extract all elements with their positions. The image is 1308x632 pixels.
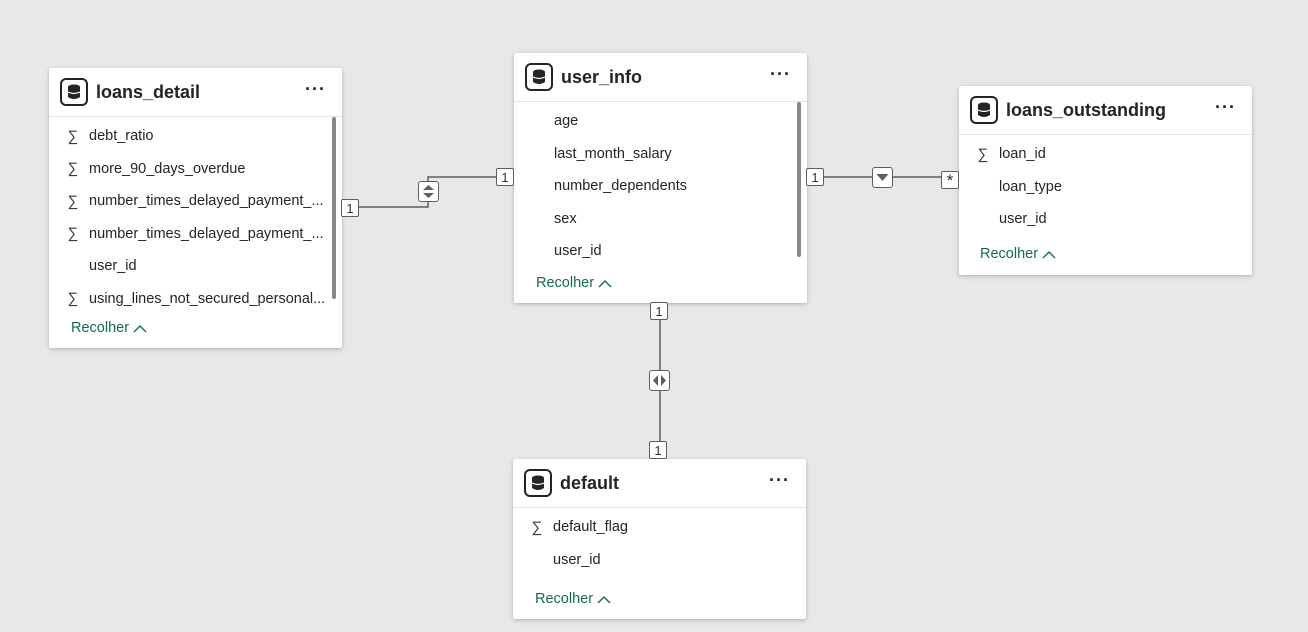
sum-icon: ∑ (67, 127, 79, 145)
sum-icon: ∑ (67, 225, 79, 243)
cardinality-badge: 1 (650, 302, 668, 320)
scrollbar[interactable] (332, 117, 336, 299)
sum-icon: ∑ (67, 290, 79, 308)
database-icon (525, 63, 553, 91)
field-name: loan_id (999, 146, 1046, 163)
field-row[interactable]: ∑ default_flag (513, 511, 806, 544)
sum-icon: ∑ (67, 160, 79, 178)
table-title: default (560, 472, 620, 493)
collapse-label: Recolher (536, 275, 595, 291)
field-row[interactable]: ∑ number_times_delayed_payment_... (49, 185, 342, 218)
cardinality-badge: 1 (496, 168, 514, 186)
field-name: user_id (553, 551, 601, 568)
field-name: debt_ratio (89, 128, 154, 145)
field-list: ∑ loan_id loan_type user_id (959, 135, 1252, 236)
scrollbar[interactable] (797, 102, 801, 257)
cardinality-badge: 1 (806, 168, 824, 186)
field-name: user_id (999, 211, 1047, 228)
more-options-button[interactable]: ··· (770, 64, 791, 84)
chevron-up-icon (133, 324, 147, 332)
field-name: loan_type (999, 178, 1062, 195)
collapse-button[interactable]: Recolher (536, 275, 612, 291)
more-options-button[interactable]: ··· (305, 79, 326, 99)
collapse-label: Recolher (535, 591, 594, 607)
field-row[interactable]: user_id (513, 544, 806, 577)
cardinality-badge: * (941, 171, 959, 189)
field-list: ∑ default_flag user_id (513, 508, 806, 576)
field-name: using_lines_not_secured_personal... (89, 290, 326, 307)
field-row[interactable]: user_id (514, 235, 807, 268)
database-icon (524, 469, 552, 497)
collapse-label: Recolher (71, 320, 130, 336)
collapse-button[interactable]: Recolher (71, 320, 147, 336)
table-header[interactable]: default ··· (513, 459, 806, 508)
field-row[interactable]: ∑ more_90_days_overdue (49, 153, 342, 186)
table-card-loans-detail[interactable]: loans_detail ··· ∑ debt_ratio ∑ more_90_da… (49, 68, 342, 348)
chevron-up-icon (1042, 250, 1056, 258)
field-row[interactable]: last_month_salary (514, 138, 807, 171)
more-options-button[interactable]: ··· (769, 470, 790, 490)
field-name: user_id (89, 258, 137, 275)
table-card-user-info[interactable]: user_info ··· age last_month_salary numb… (514, 53, 807, 303)
table-header[interactable]: loans_detail ··· (49, 68, 342, 117)
field-list: age last_month_salary number_dependents … (514, 102, 807, 268)
field-name: default_flag (553, 519, 628, 536)
single-filter-icon[interactable] (872, 167, 893, 188)
field-name: last_month_salary (554, 145, 672, 162)
table-title: loans_outstanding (1006, 99, 1167, 120)
collapse-label: Recolher (980, 246, 1039, 262)
field-row[interactable]: sex (514, 203, 807, 236)
field-name: age (554, 113, 579, 130)
cardinality-badge: 1 (649, 441, 667, 459)
field-row[interactable]: ∑ using_lines_not_secured_personal... (49, 283, 342, 316)
sum-icon: ∑ (67, 192, 79, 210)
collapse-button[interactable]: Recolher (980, 246, 1056, 262)
field-name: user_id (554, 243, 602, 260)
field-row[interactable]: number_dependents (514, 170, 807, 203)
field-list: ∑ debt_ratio ∑ more_90_days_overdue ∑ numbe… (49, 117, 342, 315)
field-row[interactable]: loan_type (959, 171, 1252, 204)
field-row[interactable]: ∑ loan_id (959, 138, 1252, 171)
field-row[interactable]: age (514, 105, 807, 138)
field-row[interactable]: ∑ debt_ratio (49, 120, 342, 153)
sum-icon: ∑ (531, 518, 543, 536)
bidirectional-filter-icon[interactable] (418, 181, 439, 202)
table-header[interactable]: loans_outstanding ··· (959, 86, 1252, 135)
table-title: user_info (561, 66, 643, 87)
field-name: number_dependents (554, 178, 688, 195)
bidirectional-filter-icon[interactable] (649, 370, 670, 391)
field-row[interactable]: user_id (49, 250, 342, 283)
chevron-up-icon (597, 595, 611, 603)
table-header[interactable]: user_info ··· (514, 53, 807, 102)
field-name: sex (554, 210, 577, 227)
field-row[interactable]: user_id (959, 203, 1252, 236)
sum-icon: ∑ (977, 145, 989, 163)
database-icon (60, 78, 88, 106)
chevron-up-icon (598, 279, 612, 287)
cardinality-badge: 1 (341, 199, 359, 217)
collapse-button[interactable]: Recolher (535, 591, 611, 607)
field-row[interactable]: ∑ number_times_delayed_payment_... (49, 218, 342, 251)
table-card-default[interactable]: default ··· ∑ default_flag user_id Recolh… (513, 459, 806, 619)
field-name: more_90_days_overdue (89, 160, 246, 177)
field-name: number_times_delayed_payment_... (89, 193, 324, 210)
table-card-loans-outstanding[interactable]: loans_outstanding ··· ∑ loan_id loan_type… (959, 86, 1252, 275)
more-options-button[interactable]: ··· (1215, 97, 1236, 117)
table-title: loans_detail (96, 81, 201, 102)
field-name: number_times_delayed_payment_... (89, 225, 324, 242)
database-icon (970, 96, 998, 124)
